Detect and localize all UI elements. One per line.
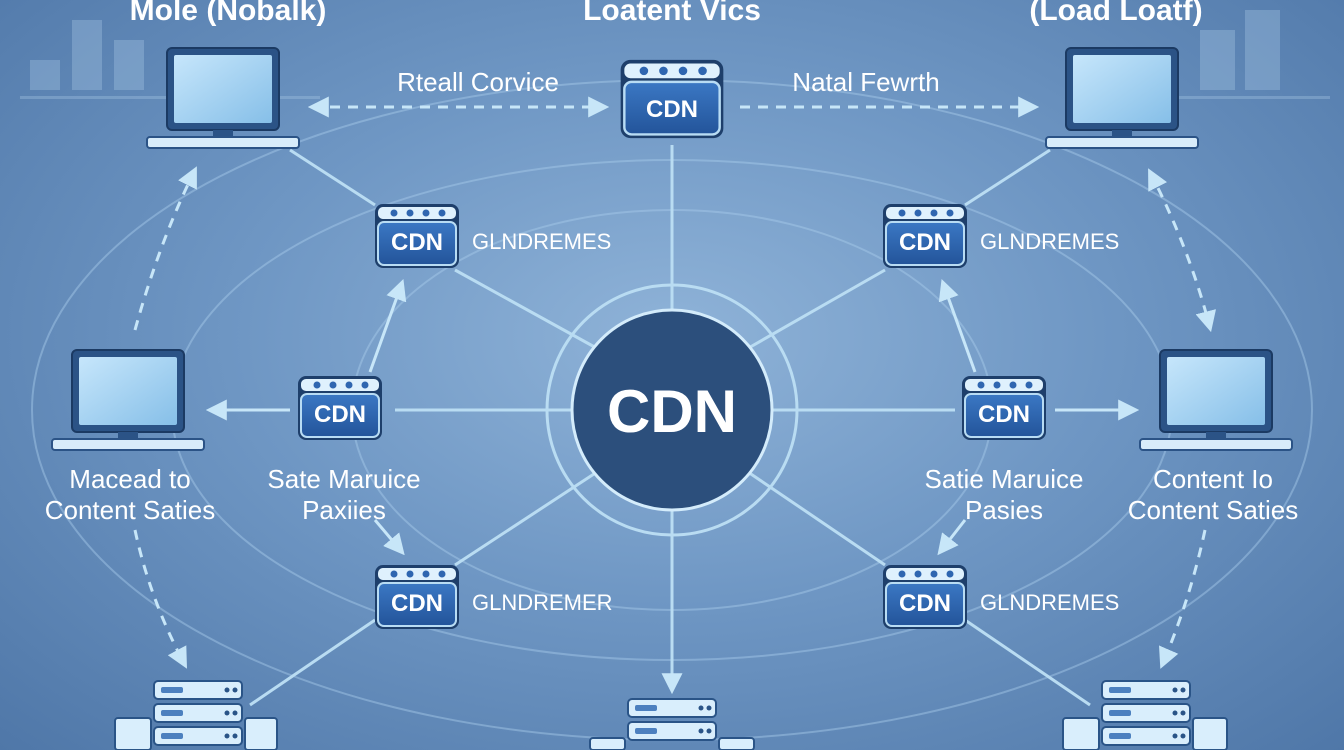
- node-label-upper-left: GLNDREMES: [472, 229, 611, 254]
- hub-label: CDN: [607, 378, 737, 445]
- caption-right-line1: Content Io: [1153, 464, 1273, 494]
- origin-server-center: [589, 698, 755, 750]
- cdn-node-label: CDN: [899, 229, 951, 256]
- cdn-node-lower-left: CDN: [374, 564, 460, 630]
- dashed-connectors: [133, 96, 1216, 669]
- title-top-left: Mole (Nobalk): [130, 0, 327, 27]
- client-monitor-top-right: [1045, 47, 1199, 149]
- cdn-node-label: CDN: [314, 401, 366, 428]
- link-label-left: Rteall Corvice: [397, 67, 559, 97]
- cdn-node-label: CDN: [391, 229, 443, 256]
- link-label-right: Natal Fewrth: [792, 67, 939, 97]
- caption-left-line1: Macead to: [69, 464, 190, 494]
- cdn-node-mid-left: CDN: [297, 375, 383, 441]
- origin-server-left: [114, 680, 278, 750]
- client-monitor-left: [51, 349, 205, 451]
- flow-arrows: [205, 279, 1140, 556]
- cdn-node-upper-left: CDN: [374, 203, 460, 269]
- node-label-lower-left: GLNDREMER: [472, 590, 613, 615]
- cdn-hub: CDN: [545, 283, 799, 537]
- caption-right-line2: Content Saties: [1128, 495, 1299, 525]
- title-top-right: (Load Loatf): [1029, 0, 1202, 27]
- cdn-node-label: CDN: [978, 401, 1030, 428]
- cdn-node-label: CDN: [391, 590, 443, 617]
- title-top-center: Loatent Vics: [583, 0, 761, 27]
- client-monitor-right: [1139, 349, 1293, 451]
- caption-center-left-line2: Paxiies: [302, 495, 386, 525]
- node-label-upper-right: GLNDREMES: [980, 229, 1119, 254]
- cdn-node-top-center: CDN: [619, 58, 725, 140]
- caption-center-right-line1: Satie Maruice: [925, 464, 1084, 494]
- cdn-node-mid-right: CDN: [961, 375, 1047, 441]
- caption-center-right-line2: Pasies: [965, 495, 1043, 525]
- cdn-node-label: CDN: [899, 590, 951, 617]
- cdn-node-upper-right: CDN: [882, 203, 968, 269]
- cdn-node-label: CDN: [646, 96, 698, 123]
- origin-server-right: [1062, 680, 1228, 750]
- caption-left-line2: Content Saties: [45, 495, 216, 525]
- node-label-lower-right: GLNDREMES: [980, 590, 1119, 615]
- background-bars-right: [1100, 10, 1330, 99]
- client-monitor-top-left: [146, 47, 300, 149]
- cdn-node-lower-right: CDN: [882, 564, 968, 630]
- caption-center-left-line1: Sate Maruice: [267, 464, 420, 494]
